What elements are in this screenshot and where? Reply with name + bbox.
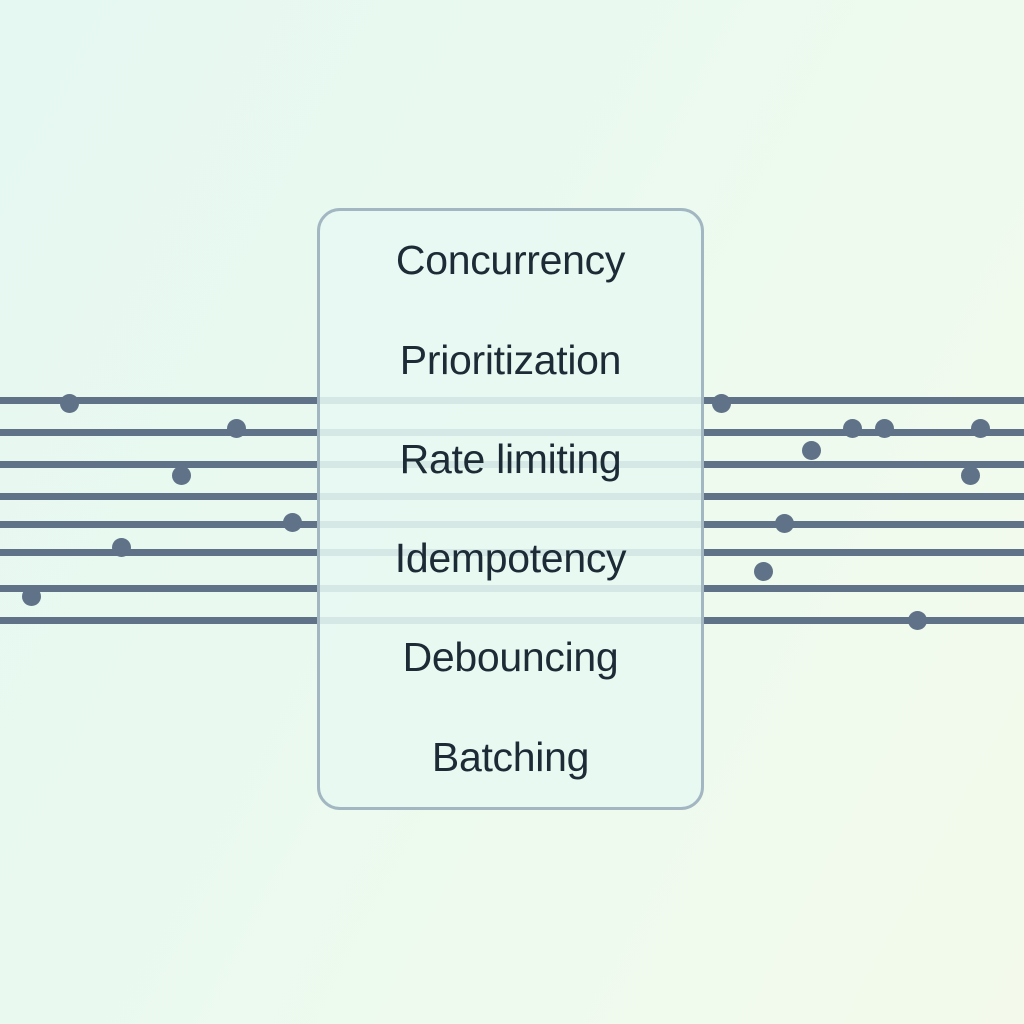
track-dot	[802, 441, 821, 460]
concept-item[interactable]: Prioritization	[399, 336, 622, 383]
track-dot	[172, 466, 191, 485]
track-dot	[775, 514, 794, 533]
track-dot	[961, 466, 980, 485]
concept-item[interactable]: Debouncing	[402, 634, 619, 681]
track-dot	[754, 562, 773, 581]
track-dot	[843, 419, 862, 438]
track-dot	[22, 587, 41, 606]
track-dot	[227, 419, 246, 438]
track-dot	[283, 513, 302, 532]
concept-item[interactable]: Rate limiting	[399, 435, 622, 482]
track-dot	[971, 419, 990, 438]
concept-item[interactable]: Concurrency	[395, 237, 626, 284]
track-dot	[875, 419, 894, 438]
track-dot	[908, 611, 927, 630]
track-dot	[112, 538, 131, 557]
track-dot	[712, 394, 731, 413]
concept-item[interactable]: Batching	[431, 733, 590, 780]
concept-item[interactable]: Idempotency	[394, 535, 627, 582]
track-dot	[60, 394, 79, 413]
